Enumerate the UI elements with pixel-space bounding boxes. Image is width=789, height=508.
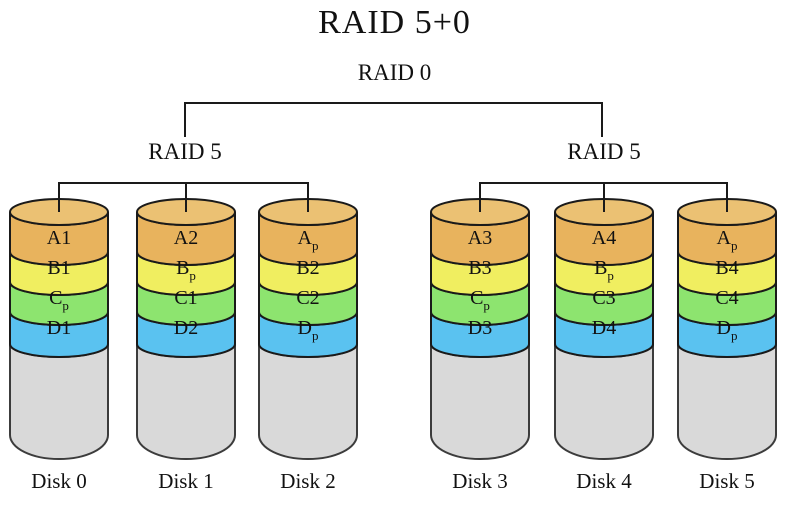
block-label-main: A3: [468, 227, 492, 249]
block-label: Ap: [298, 227, 319, 253]
raid0-label: RAID 0: [357, 60, 432, 85]
block-label-main: A1: [47, 227, 71, 249]
block-label: A1: [47, 227, 71, 249]
block-label-main: A4: [592, 227, 616, 249]
disk-name-0: Disk 0: [31, 469, 87, 493]
block-label-main: D: [298, 317, 312, 339]
block-label: C2: [296, 287, 319, 309]
block-label-main: A2: [174, 227, 198, 249]
disk-name-5: Disk 5: [699, 469, 755, 493]
disk-cylinder-3: A3 B3 Cp D3: [430, 198, 530, 460]
block-label-sub: p: [731, 328, 738, 343]
disk-name-1: Disk 1: [158, 469, 214, 493]
block-label: B3: [468, 257, 491, 279]
disk-name-2: Disk 2: [280, 469, 336, 493]
block-label-main: C4: [715, 287, 738, 309]
block-label-sub: p: [312, 238, 319, 253]
disk-name-3: Disk 3: [452, 469, 508, 493]
block-label-main: D1: [47, 317, 71, 339]
block-label-main: C: [49, 287, 62, 309]
block-label-sub: p: [189, 268, 196, 283]
raid0-bracket-line: [184, 102, 603, 137]
block-label: D4: [592, 317, 616, 339]
block-label-main: B: [176, 257, 189, 279]
block-label: Cp: [470, 287, 490, 313]
block-label-main: A: [717, 227, 732, 249]
block-label: C3: [592, 287, 615, 309]
block-label: Cp: [49, 287, 69, 313]
block-label-sub: p: [607, 268, 614, 283]
block-label-main: B: [594, 257, 607, 279]
block-label: B1: [47, 257, 70, 279]
raid5-right-label: RAID 5: [567, 139, 641, 164]
block-label: Dp: [717, 317, 738, 343]
block-label-main: C1: [174, 287, 197, 309]
block-label-sub: p: [312, 328, 319, 343]
block-label: C1: [174, 287, 197, 309]
raid5-right-bracket-line: [479, 182, 728, 212]
disk-cylinder-2: Ap B2 C2 Dp: [258, 198, 358, 460]
block-label: B4: [715, 257, 738, 279]
block-label-main: C2: [296, 287, 319, 309]
block-label-main: B1: [47, 257, 70, 279]
block-label: A4: [592, 227, 616, 249]
disk-cylinder-5: Ap B4 C4 Dp: [677, 198, 777, 460]
block-label-main: B3: [468, 257, 491, 279]
block-label-main: C: [470, 287, 483, 309]
block-label: D1: [47, 317, 71, 339]
block-label-main: B4: [715, 257, 738, 279]
block-label-main: D3: [468, 317, 492, 339]
block-label: Dp: [298, 317, 319, 343]
disk-cylinder-4: A4 Bp C3 D4: [554, 198, 654, 460]
raid5-left-bracket-line: [58, 182, 309, 212]
block-label: A2: [174, 227, 198, 249]
block-label-sub: p: [731, 238, 738, 253]
block-label: B2: [296, 257, 319, 279]
raid5-left-label: RAID 5: [148, 139, 222, 164]
block-label: A3: [468, 227, 492, 249]
block-label-sub: p: [62, 298, 69, 313]
disk-cylinder-0: A1 B1 Cp D1: [9, 198, 109, 460]
block-label-main: D4: [592, 317, 616, 339]
block-label: Bp: [176, 257, 196, 283]
block-label: Ap: [717, 227, 738, 253]
disk-name-4: Disk 4: [576, 469, 632, 493]
block-label-main: B2: [296, 257, 319, 279]
diagram-title: RAID 5+0: [318, 4, 471, 41]
block-label: D2: [174, 317, 198, 339]
block-label: C4: [715, 287, 738, 309]
block-label-main: D: [717, 317, 731, 339]
block-label-main: C3: [592, 287, 615, 309]
block-label: D3: [468, 317, 492, 339]
block-label: Bp: [594, 257, 614, 283]
block-label-sub: p: [483, 298, 490, 313]
block-label-main: D2: [174, 317, 198, 339]
block-label-main: A: [298, 227, 313, 249]
